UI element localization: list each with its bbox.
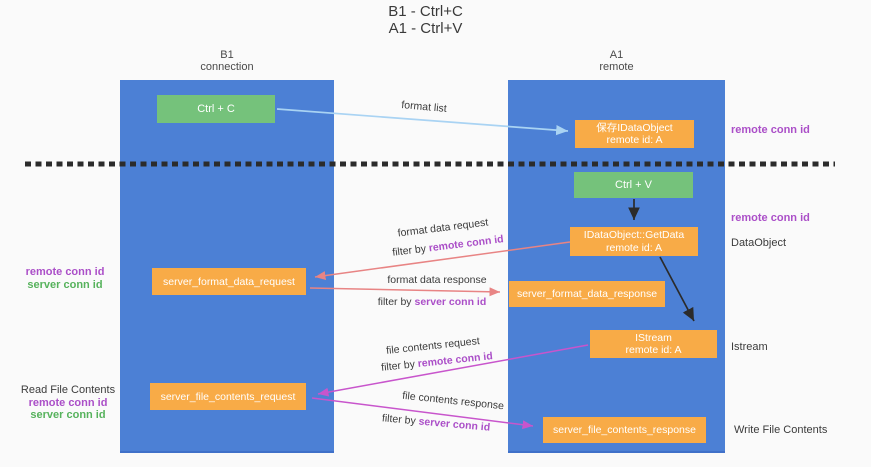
label-left-remote-conn-id-2: remote conn id <box>28 396 108 409</box>
title-line-2: A1 - Ctrl+V <box>388 20 463 37</box>
arrow-file-contents-response <box>311 397 534 430</box>
edge-label-format-data-response: format data response <box>362 274 512 287</box>
arrow-format-data-response <box>309 287 501 297</box>
lane-b1-name: B1 <box>220 49 234 61</box>
node-save-idataobject: 保存IDataObject remote id: A <box>575 120 694 148</box>
arrow-getdata-to-istream <box>659 256 695 322</box>
arrow-file-contents-request <box>317 344 589 397</box>
diagram-title: B1 - Ctrl+C A1 - Ctrl+V <box>0 3 851 37</box>
label-read-file-contents: Read File Contents <box>20 384 116 396</box>
label-write-file-contents: Write File Contents <box>734 424 828 436</box>
title-line-1: B1 - Ctrl+C <box>388 3 463 20</box>
filter-server-conn-id: server conn id <box>414 296 487 308</box>
label-left-server-conn-id-2: server conn id <box>30 409 106 421</box>
node-istream-line2: remote id: A <box>625 344 682 356</box>
label-remote-conn-id-top: remote conn id <box>731 124 810 136</box>
node-format-request-label: server_format_data_request <box>163 275 295 288</box>
edge-label-format-data-response-text: format data response <box>387 274 487 286</box>
node-getdata-line1: IDataObject::GetData <box>583 229 685 241</box>
node-server-format-data-request: server_format_data_request <box>152 268 306 295</box>
arrow-format-list <box>276 108 569 136</box>
node-save-line1: 保存IDataObject <box>596 121 673 134</box>
node-save-line2: remote id: A <box>606 134 663 146</box>
lane-b1-role: connection <box>200 61 254 73</box>
label-istream: Istream <box>731 341 768 353</box>
lane-a1-role: remote <box>599 61 634 73</box>
node-server-file-contents-request: server_file_contents_request <box>150 383 306 410</box>
label-remote-conn-id-mid: remote conn id <box>731 212 810 224</box>
node-server-file-contents-response: server_file_contents_response <box>543 417 706 443</box>
filter-by-text: filter by <box>380 358 419 374</box>
edge-label-format-data-response-filter: filter by server conn id <box>357 296 507 309</box>
node-ctrl-v-label: Ctrl + V <box>615 179 652 191</box>
filter-by-text: filter by <box>377 296 415 308</box>
edge-label-format-list-text: format list <box>400 99 448 115</box>
label-dataobject: DataObject <box>731 237 787 249</box>
filter-by-text: filter by <box>381 412 420 428</box>
lane-header-b1: B1 connection <box>120 49 334 73</box>
node-istream: IStream remote id: A <box>590 330 717 358</box>
node-ctrl-c-label: Ctrl + C <box>197 103 235 115</box>
node-file-response-label: server_file_contents_response <box>552 424 696 436</box>
node-file-request-label: server_file_contents_request <box>160 390 296 403</box>
label-group-format-ids: remote conn id server conn id <box>17 266 113 291</box>
node-format-response-label: server_format_data_response <box>516 288 658 300</box>
arrow-format-data-request <box>314 241 571 281</box>
node-getdata-line2: remote id: A <box>605 241 663 254</box>
lane-a1-name: A1 <box>609 49 624 61</box>
node-idataobject-getdata: IDataObject::GetData remote id: A <box>570 227 698 256</box>
label-left-remote-conn-id-1: remote conn id <box>25 266 105 278</box>
label-group-file-ids: Read File Contents remote conn id server… <box>20 384 116 422</box>
node-server-format-data-response: server_format_data_response <box>509 281 665 307</box>
node-ctrl-c: Ctrl + C <box>157 95 275 123</box>
node-ctrl-v: Ctrl + V <box>574 172 693 198</box>
lane-header-a1: A1 remote <box>508 49 725 73</box>
node-istream-line1: IStream <box>635 331 672 344</box>
label-left-server-conn-id-1: server conn id <box>27 278 103 291</box>
